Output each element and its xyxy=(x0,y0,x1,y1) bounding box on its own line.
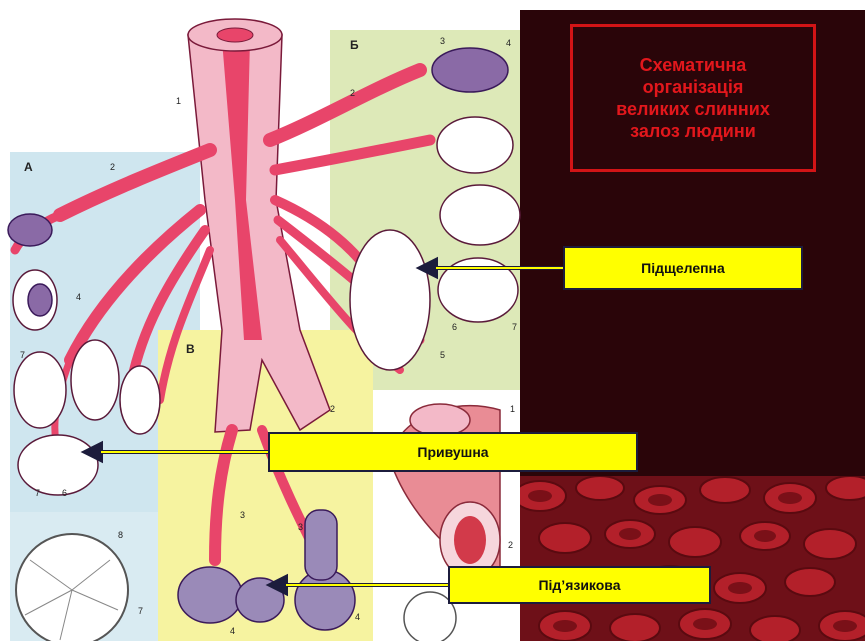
callout-7b: 7 xyxy=(35,488,40,498)
sublingual-acini xyxy=(178,510,355,630)
slide-title: Схематична організація великих слинних з… xyxy=(616,54,770,142)
acinus-section-drawing xyxy=(16,534,128,641)
label-parotid: Привушна xyxy=(268,432,638,472)
panel-letter-a: А xyxy=(24,160,33,174)
callout-7c: 7 xyxy=(512,322,517,332)
callout-6b: 6 xyxy=(62,488,67,498)
callout-6: 6 xyxy=(452,322,457,332)
panel-letter-b: Б xyxy=(350,38,359,52)
label-sublingual-text: Під’язикова xyxy=(538,577,620,593)
callout-5: 5 xyxy=(440,350,445,360)
callout-4c: 4 xyxy=(230,626,235,636)
panel-letter-v: В xyxy=(186,342,195,356)
callout-2c: 2 xyxy=(330,404,335,414)
main-duct xyxy=(188,19,330,432)
label-sublingual: Під’язикова xyxy=(448,566,711,604)
callout-2b: 2 xyxy=(350,88,355,98)
callout-2d: 2 xyxy=(508,540,513,550)
title-box: Схематична організація великих слинних з… xyxy=(570,24,816,172)
callout-3: 3 xyxy=(440,36,445,46)
label-submandibular-text: Підщелепна xyxy=(641,260,725,276)
callout-8: 8 xyxy=(118,530,123,540)
label-parotid-text: Привушна xyxy=(417,444,488,460)
callout-1b: 1 xyxy=(510,404,515,414)
callout-7d: 7 xyxy=(138,606,143,616)
callout-7: 7 xyxy=(20,350,25,360)
callout-4: 4 xyxy=(506,38,511,48)
callout-4d: 4 xyxy=(355,612,360,622)
callout-3c: 3 xyxy=(298,522,303,532)
callout-1: 1 xyxy=(176,96,181,106)
callout-3b: 3 xyxy=(240,510,245,520)
purple-acini-right xyxy=(432,48,508,92)
callout-2: 2 xyxy=(110,162,115,172)
callout-4b: 4 xyxy=(76,292,81,302)
label-submandibular: Підщелепна xyxy=(563,246,803,290)
